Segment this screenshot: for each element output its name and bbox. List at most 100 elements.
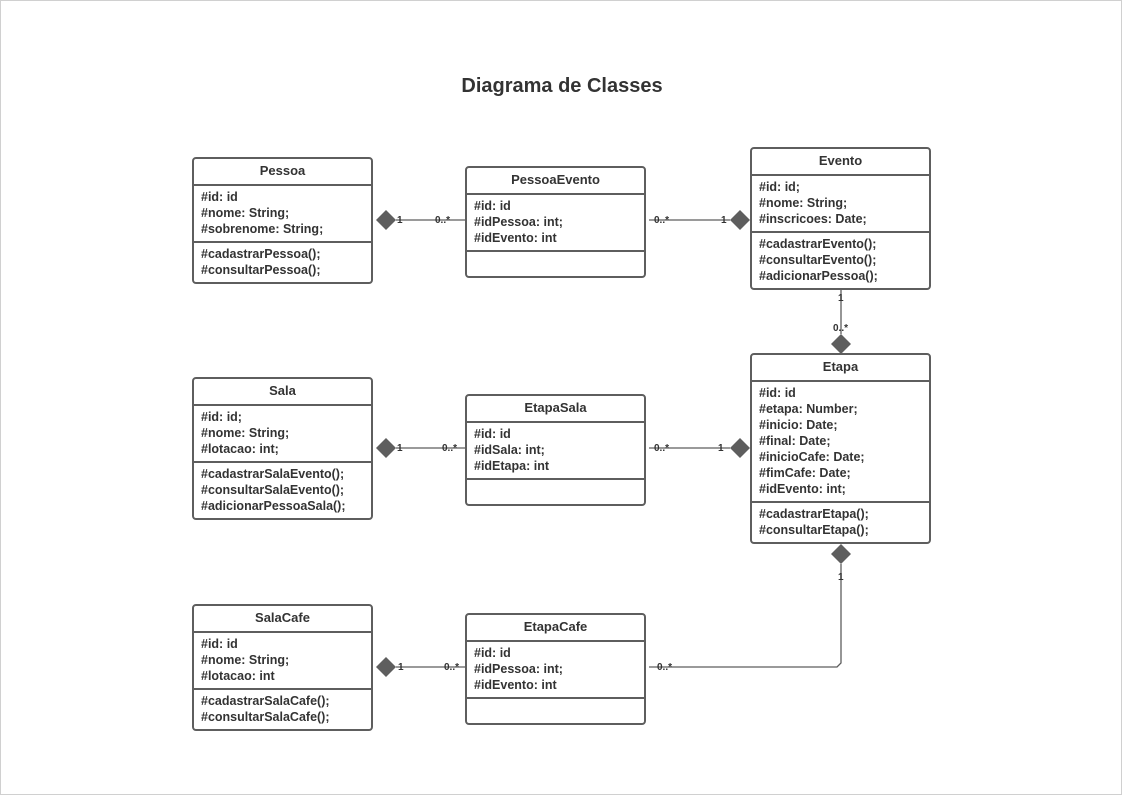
operations-section: #cadastrarSalaCafe(); #consultarSalaCafe… (194, 690, 371, 729)
operation: #adicionarPessoaSala(); (201, 499, 346, 513)
attribute: #nome: String; (201, 426, 290, 440)
multiplicity-label: 1 (838, 572, 844, 583)
multiplicity-label: 1 (838, 293, 844, 304)
attributes-section: #id: id #etapa: Number; #inicio: Date; #… (752, 382, 929, 503)
attribute: #idEvento: int (474, 231, 557, 245)
class-name: SalaCafe (194, 606, 371, 633)
operation: #consultarSalaCafe(); (201, 710, 330, 724)
composition-diamond-salacafe (376, 657, 396, 677)
association-salacafe-etapacafe[interactable]: 1 0..* (376, 657, 466, 677)
attributes-section: #id: id; #nome: String; #inscricoes: Dat… (752, 176, 929, 233)
attribute: #inicioCafe: Date; (759, 450, 865, 464)
composition-diamond-sala (376, 438, 396, 458)
attributes-section: #id: id #idPessoa: int; #idEvento: int (467, 642, 644, 699)
operations-section (467, 252, 644, 276)
attribute: #idEvento: int; (759, 482, 846, 496)
attribute: #lotacao: int; (201, 442, 279, 456)
operations-section (467, 699, 644, 723)
multiplicity-label: 0..* (654, 443, 669, 454)
class-sala[interactable]: Sala #id: id; #nome: String; #lotacao: i… (192, 377, 373, 520)
association-pessoa-pessoaevento[interactable]: 1 0..* (376, 210, 466, 230)
operations-section: #cadastrarEtapa(); #consultarEtapa(); (752, 503, 929, 542)
attribute: #id: id (201, 190, 238, 204)
operations-section: #cadastrarPessoa(); #consultarPessoa(); (194, 243, 371, 282)
attributes-section: #id: id #idPessoa: int; #idEvento: int (467, 195, 644, 252)
multiplicity-label: 1 (397, 443, 403, 454)
class-pessoaevento[interactable]: PessoaEvento #id: id #idPessoa: int; #id… (465, 166, 646, 278)
multiplicity-label: 0..* (444, 662, 459, 673)
class-name: Evento (752, 149, 929, 176)
multiplicity-label: 1 (718, 443, 724, 454)
composition-diamond-etapa (831, 544, 851, 564)
attribute: #id: id (474, 199, 511, 213)
multiplicity-label: 1 (721, 215, 727, 226)
multiplicity-label: 1 (397, 215, 403, 226)
operations-section: #cadastrarSalaEvento(); #consultarSalaEv… (194, 463, 371, 518)
attribute: #id: id (474, 646, 511, 660)
operation: #adicionarPessoa(); (759, 269, 878, 283)
attribute: #nome: String; (201, 206, 290, 220)
class-etapasala[interactable]: EtapaSala #id: id #idSala: int; #idEtapa… (465, 394, 646, 506)
association-etapasala-etapa[interactable]: 0..* 1 (649, 438, 750, 458)
diagram-title: Diagrama de Classes (461, 75, 663, 97)
composition-diamond-etapa (730, 438, 750, 458)
class-etapa[interactable]: Etapa #id: id #etapa: Number; #inicio: D… (750, 353, 931, 544)
attribute: #id: id; (759, 180, 800, 194)
multiplicity-label: 0..* (654, 215, 669, 226)
attribute: #inscricoes: Date; (759, 212, 867, 226)
attributes-section: #id: id #nome: String; #lotacao: int (194, 633, 371, 690)
attribute: #etapa: Number; (759, 402, 858, 416)
association-etapacafe-etapa[interactable]: 0..* 1 (649, 544, 851, 673)
class-etapacafe[interactable]: EtapaCafe #id: id #idPessoa: int; #idEve… (465, 613, 646, 725)
class-name: Pessoa (194, 159, 371, 186)
attribute: #idEvento: int (474, 678, 557, 692)
attribute: #idPessoa: int; (474, 662, 563, 676)
attributes-section: #id: id #nome: String; #sobrenome: Strin… (194, 186, 371, 243)
association-evento-etapa[interactable]: 1 0..* (831, 290, 851, 354)
class-name: Etapa (752, 355, 929, 382)
attribute: #nome: String; (759, 196, 848, 210)
attribute: #final: Date; (759, 434, 831, 448)
attribute: #id: id (759, 386, 796, 400)
operation: #consultarSalaEvento(); (201, 483, 345, 497)
class-name: PessoaEvento (467, 168, 644, 195)
attribute: #sobrenome: String; (201, 222, 324, 236)
attribute: #idSala: int; (474, 443, 545, 457)
multiplicity-label: 0..* (435, 215, 450, 226)
multiplicity-label: 1 (398, 662, 404, 673)
multiplicity-label: 0..* (833, 323, 848, 334)
operation: #cadastrarSalaCafe(); (201, 694, 330, 708)
class-salacafe[interactable]: SalaCafe #id: id #nome: String; #lotacao… (192, 604, 373, 731)
operation: #cadastrarEtapa(); (759, 507, 869, 521)
attribute: #idEtapa: int (474, 459, 550, 473)
operations-section: #cadastrarEvento(); #consultarEvento(); … (752, 233, 929, 288)
class-evento[interactable]: Evento #id: id; #nome: String; #inscrico… (750, 147, 931, 290)
attribute: #inicio: Date; (759, 418, 838, 432)
attributes-section: #id: id #idSala: int; #idEtapa: int (467, 423, 644, 480)
class-pessoa[interactable]: Pessoa #id: id #nome: String; #sobrenome… (192, 157, 373, 284)
class-name: EtapaCafe (467, 615, 644, 642)
operation: #cadastrarEvento(); (759, 237, 877, 251)
attribute: #nome: String; (201, 653, 290, 667)
attribute: #id: id; (201, 410, 242, 424)
operation: #cadastrarSalaEvento(); (201, 467, 345, 481)
association-sala-etapasala[interactable]: 1 0..* (376, 438, 466, 458)
composition-diamond-etapa (831, 334, 851, 354)
attribute: #lotacao: int (201, 669, 275, 683)
attribute: #id: id (474, 427, 511, 441)
multiplicity-label: 0..* (657, 662, 672, 673)
class-name: Sala (194, 379, 371, 406)
operation: #consultarPessoa(); (201, 263, 321, 277)
association-pessoaevento-evento[interactable]: 0..* 1 (649, 210, 750, 230)
operation: #cadastrarPessoa(); (201, 247, 321, 261)
operations-section (467, 480, 644, 504)
composition-diamond-evento (730, 210, 750, 230)
association-line (649, 564, 842, 668)
operation: #consultarEvento(); (759, 253, 877, 267)
class-name: EtapaSala (467, 396, 644, 423)
composition-diamond-pessoa (376, 210, 396, 230)
operation: #consultarEtapa(); (759, 523, 869, 537)
attribute: #id: id (201, 637, 238, 651)
